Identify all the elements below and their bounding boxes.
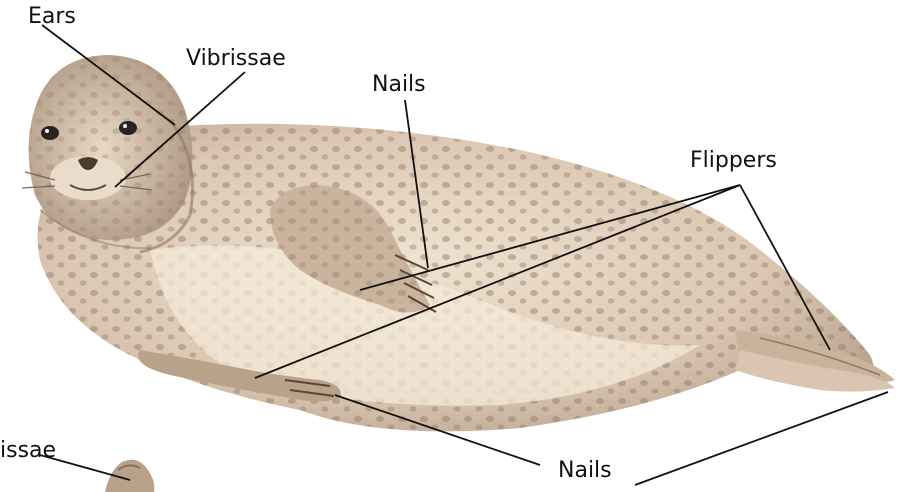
label-nails-top: Nails [372, 74, 426, 96]
label-ears: Ears [28, 6, 76, 28]
label-flippers: Flippers [690, 150, 777, 172]
leader-line-nails-hind [635, 392, 888, 485]
right-eye [119, 121, 137, 135]
label-nails-bottom: Nails [558, 460, 612, 482]
label-vibrissae-partial: issae [0, 440, 56, 462]
label-vibrissae: Vibrissae [186, 48, 286, 70]
left-eye [41, 126, 59, 140]
